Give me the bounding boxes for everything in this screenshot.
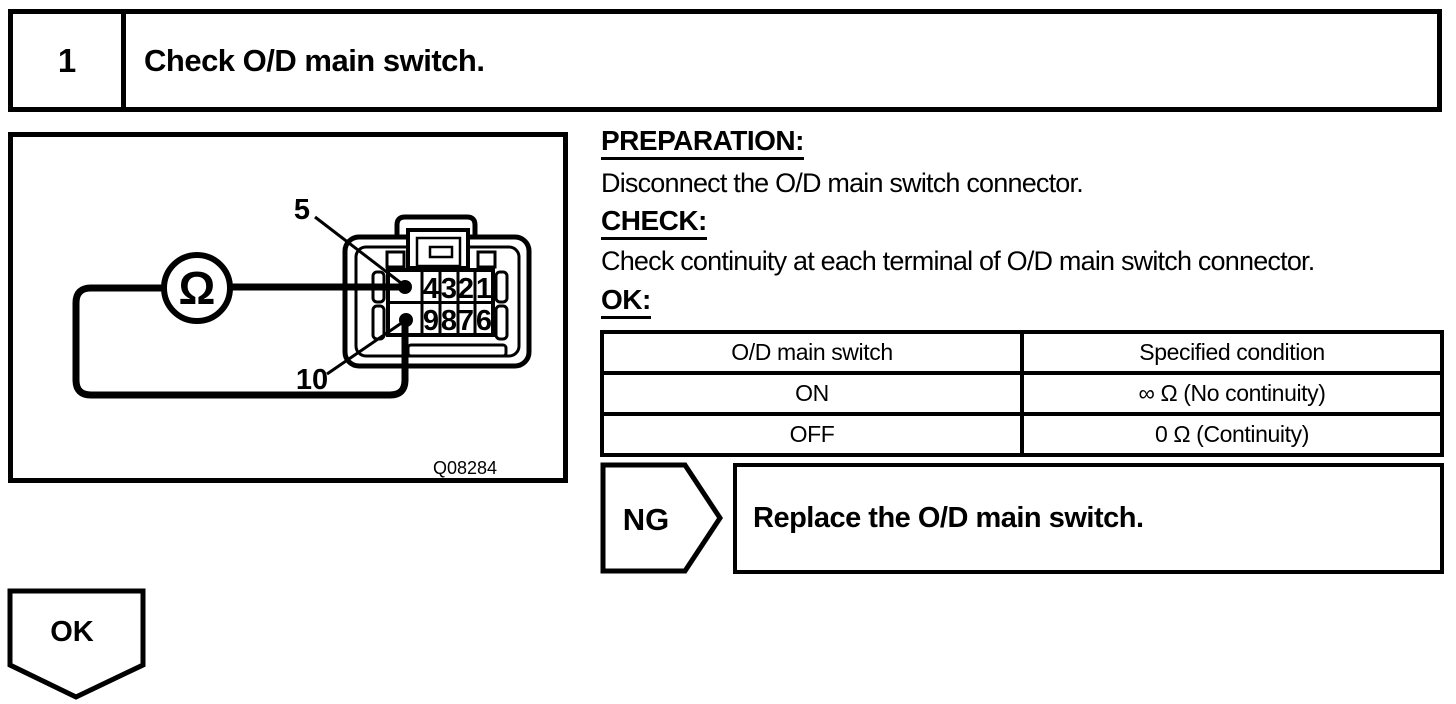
- ng-action-box: Replace the O/D main switch.: [733, 463, 1444, 574]
- connector-slot-right-lower: [494, 304, 509, 341]
- ng-arrow: NG: [600, 462, 723, 574]
- preparation-text: Disconnect the O/D main switch connector…: [601, 168, 1084, 198]
- test-lead-loop-wire: [72, 284, 409, 399]
- ng-label: NG: [623, 502, 670, 537]
- switch-state-cell: OFF: [600, 412, 1024, 457]
- connector-slot-right-upper: [494, 270, 509, 304]
- connector-latch-tab-inner: [415, 236, 462, 268]
- pin-label: 8: [441, 305, 457, 337]
- ok-arrow-shape: [7, 588, 146, 700]
- connector-cavity-top-right: [476, 250, 497, 269]
- check-heading: CHECK:: [601, 206, 707, 241]
- switch-state-cell: ON: [600, 371, 1024, 416]
- condition-cell: 0 Ω (Continuity): [1020, 412, 1444, 457]
- ohmmeter-symbol: Ω: [179, 262, 216, 314]
- ok-heading: OK:: [601, 285, 651, 320]
- check-text: Check continuity at each terminal of O/D…: [601, 246, 1315, 276]
- connector-cavity-top-left: [385, 250, 406, 269]
- ok-label: OK: [50, 616, 94, 648]
- step-number: 1: [13, 14, 126, 107]
- column-header-condition: Specified condition: [1020, 330, 1444, 375]
- callout-label-10: 10: [296, 364, 328, 396]
- step-header: 1 Check O/D main switch.: [8, 9, 1442, 112]
- pin-label: 2: [458, 273, 474, 305]
- connector-latch-notch: [428, 245, 454, 259]
- ng-action-text: Replace the O/D main switch.: [753, 502, 1144, 534]
- ng-arrow-shape: [600, 462, 723, 574]
- pin-label: 6: [476, 305, 492, 337]
- ok-arrow: OK: [7, 588, 146, 700]
- connector-test-diagram: 4 3 2 1 9 8 7 6 Ω 5 10: [72, 194, 532, 478]
- condition-table: O/D main switch Specified condition ON ∞…: [600, 330, 1444, 457]
- preparation-heading: PREPARATION:: [601, 126, 804, 161]
- callout-leader-10: [326, 320, 404, 376]
- callout-leader-5: [314, 215, 402, 285]
- pin-label: 4: [423, 273, 439, 305]
- table-row: ON ∞ Ω (No continuity): [600, 371, 1444, 416]
- callouts: 5 10: [294, 194, 404, 396]
- ohmmeter-circle: [161, 252, 233, 324]
- condition-cell: ∞ Ω (No continuity): [1020, 371, 1444, 416]
- table-row: OFF 0 Ω (Continuity): [600, 412, 1444, 457]
- figure-code: Q08284: [433, 458, 497, 478]
- column-header-switch: O/D main switch: [600, 330, 1024, 375]
- pin-label: 1: [476, 273, 492, 305]
- table-header-row: O/D main switch Specified condition: [600, 330, 1444, 375]
- pin-label: 3: [441, 273, 457, 305]
- pin-label: 9: [423, 305, 439, 337]
- ohmmeter: Ω: [161, 252, 233, 324]
- test-leads: [72, 280, 413, 399]
- pin-label: 7: [458, 305, 474, 337]
- callout-label-5: 5: [294, 194, 310, 226]
- probe-point-terminal-5: [398, 280, 412, 294]
- step-title: Check O/D main switch.: [144, 42, 485, 78]
- diagram-figure: 4 3 2 1 9 8 7 6 Ω 5 10: [8, 132, 568, 483]
